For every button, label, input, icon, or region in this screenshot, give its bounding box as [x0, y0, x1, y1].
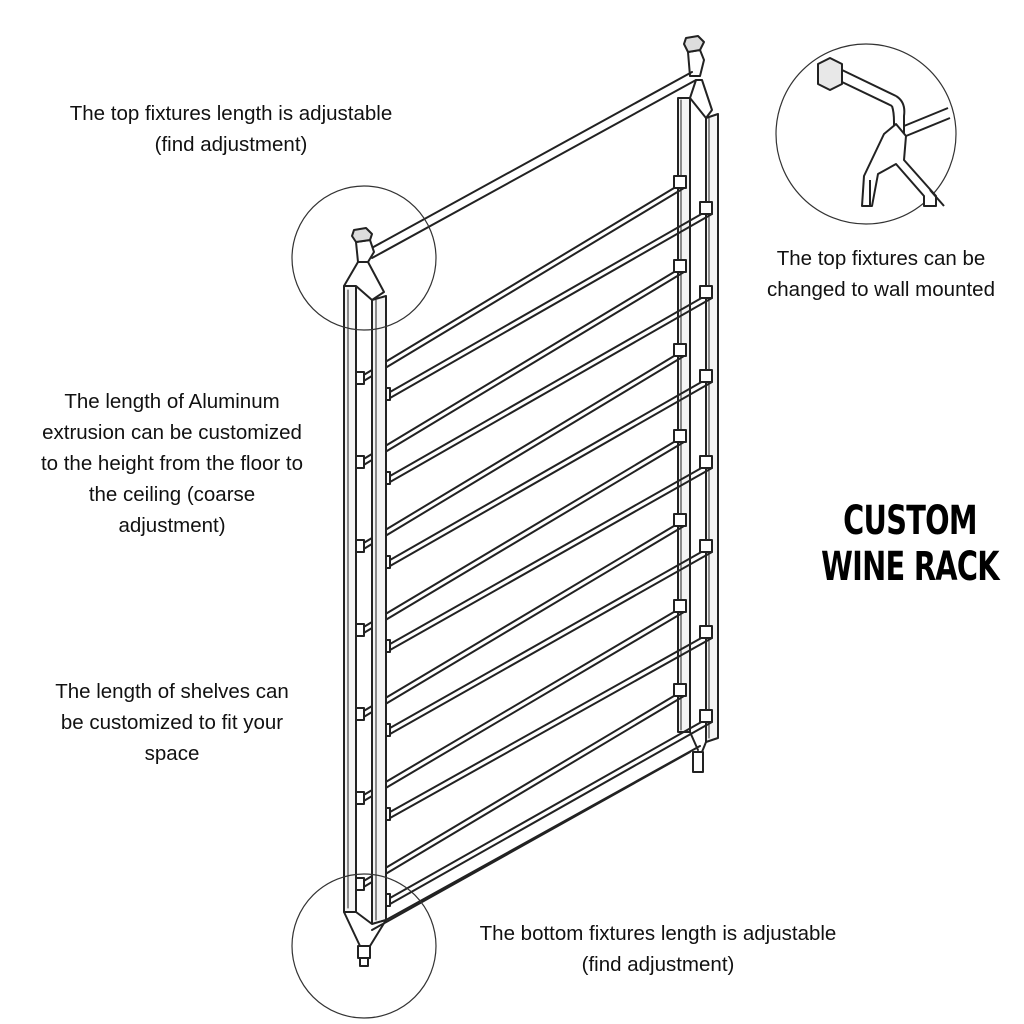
shelf-rod — [361, 605, 685, 797]
shelves — [351, 175, 713, 907]
top-fixtures-annotation: The top fixtures length is adjustable (f… — [30, 98, 432, 160]
shelf-rod — [361, 265, 685, 461]
shelf-bracket — [673, 599, 687, 613]
shelf-rod — [389, 721, 713, 905]
title-line-2: WINE RACK — [821, 544, 999, 590]
shelf-rod — [389, 715, 713, 899]
top-fixtures-line-2: (find adjustment) — [154, 133, 308, 156]
shelf-rod — [361, 271, 685, 467]
shelf — [351, 513, 713, 737]
wall-mount-line-2: changed to wall mounted — [767, 278, 995, 301]
callout-circle-top — [291, 185, 437, 331]
top-fixtures-line-1: The top fixtures length is adjustable — [69, 102, 393, 125]
shelves-line-2: be customized to fit your — [60, 711, 284, 734]
shelf-bracket — [699, 201, 713, 215]
shelf-bracket — [699, 625, 713, 639]
bottom-fixtures-line-1: The bottom fixtures length is adjustable — [479, 922, 837, 945]
shelf-rod — [361, 181, 685, 377]
shelf-rod — [361, 435, 685, 629]
shelf-bracket — [673, 513, 687, 527]
shelf-bracket — [699, 455, 713, 469]
shelf-bracket — [699, 285, 713, 299]
shelf-rod — [389, 375, 713, 561]
aluminum-line-1: The length of Aluminum — [64, 390, 280, 413]
shelf-bracket — [699, 369, 713, 383]
aluminum-annotation: The length of Aluminum extrusion can be … — [12, 386, 332, 541]
shelf-rod — [389, 381, 713, 567]
aluminum-line-3: to the height from the floor to — [40, 452, 304, 475]
shelves-line-1: The length of shelves can — [55, 680, 289, 703]
top-rail — [367, 71, 697, 259]
shelf-rod — [361, 349, 685, 545]
shelves-annotation: The length of shelves can be customized … — [22, 676, 322, 769]
shelf-rod — [389, 207, 713, 393]
shelf-rod — [389, 213, 713, 399]
callout-circle-wall-mount — [775, 43, 957, 225]
shelf — [351, 599, 713, 821]
title-line-1: CUSTOM — [843, 498, 977, 544]
shelf-bracket — [673, 343, 687, 357]
shelf-rod — [361, 611, 685, 803]
shelf-bracket — [673, 175, 687, 189]
shelf — [351, 429, 713, 653]
diagram-title: CUSTOM WINE RACK — [816, 498, 1003, 590]
aluminum-line-2: extrusion can be customized — [42, 421, 302, 444]
shelf-bracket — [699, 709, 713, 723]
callout-circle-bottom — [291, 873, 437, 1019]
shelf-rod — [389, 461, 713, 645]
shelf-bracket — [673, 683, 687, 697]
shelf-rod — [361, 355, 685, 551]
shelf-rod — [361, 441, 685, 635]
shelf-bracket — [673, 259, 687, 273]
bottom-fixtures-line-2: (find adjustment) — [581, 953, 735, 976]
shelf-bracket — [673, 429, 687, 443]
shelf-bracket — [699, 539, 713, 553]
aluminum-line-4: the ceiling (coarse — [88, 483, 256, 506]
shelf-rod — [389, 637, 713, 819]
wine-rack-drawing — [343, 35, 719, 967]
shelf-rod — [361, 689, 685, 883]
bottom-fixtures-annotation: The bottom fixtures length is adjustable… — [448, 918, 868, 980]
shelf-rod — [389, 297, 713, 483]
back-uprights — [677, 35, 719, 773]
shelf-rod — [389, 631, 713, 813]
shelf — [351, 683, 713, 907]
shelf — [351, 259, 713, 485]
shelf-rod — [389, 545, 713, 729]
shelf-rod — [361, 525, 685, 719]
shelf-rod — [361, 519, 685, 713]
shelf-rod — [389, 467, 713, 651]
wall-mount-annotation: The top fixtures can be changed to wall … — [736, 243, 1024, 305]
aluminum-line-5: adjustment) — [118, 514, 226, 537]
shelves-line-3: space — [144, 742, 200, 765]
front-uprights — [343, 227, 701, 967]
shelf-rod — [361, 695, 685, 889]
wall-mount-line-1: The top fixtures can be — [776, 247, 986, 270]
wall-mount-detail — [817, 57, 951, 207]
shelf-rod — [361, 187, 685, 383]
shelf-rod — [389, 291, 713, 477]
shelf-rod — [389, 551, 713, 735]
